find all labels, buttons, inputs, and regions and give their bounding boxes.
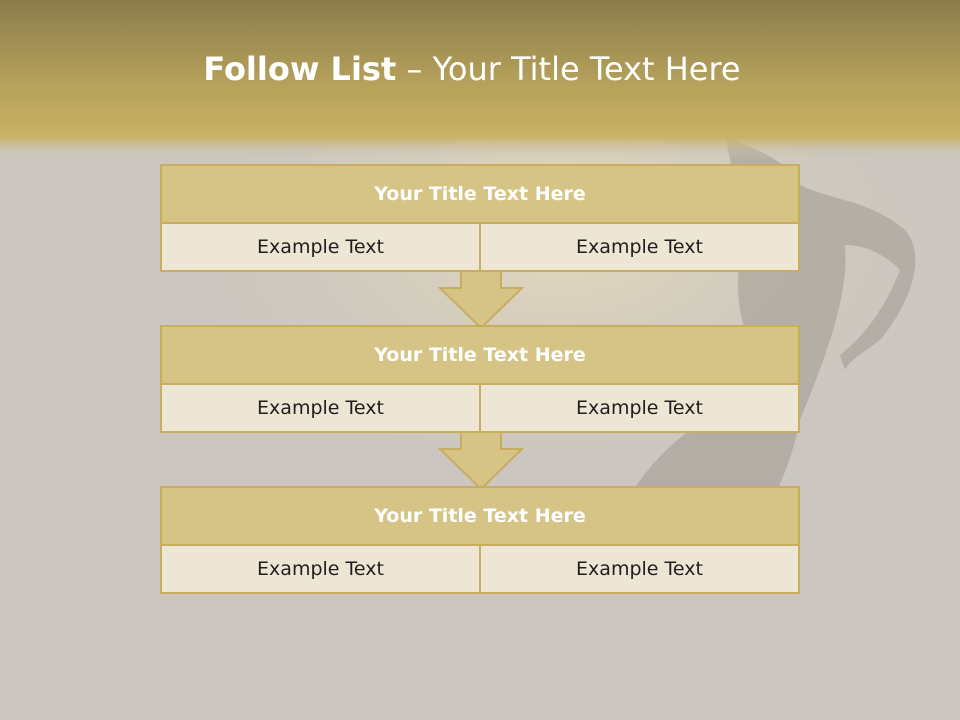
- step-cell-left: Example Text: [162, 546, 479, 592]
- step-row: Example Text Example Text: [162, 224, 798, 270]
- step-row: Example Text Example Text: [162, 385, 798, 431]
- step-title: Your Title Text Here: [162, 166, 798, 224]
- down-arrow-icon: [438, 270, 524, 330]
- step-box-3: Your Title Text Here Example Text Exampl…: [160, 486, 800, 594]
- down-arrow-icon: [438, 431, 524, 491]
- step-title: Your Title Text Here: [162, 488, 798, 546]
- step-row: Example Text Example Text: [162, 546, 798, 592]
- step-cell-left: Example Text: [162, 385, 479, 431]
- step-cell-right: Example Text: [479, 385, 798, 431]
- step-cell-right: Example Text: [479, 546, 798, 592]
- slide-title-bold: Follow List: [203, 50, 397, 88]
- step-box-1: Your Title Text Here Example Text Exampl…: [160, 164, 800, 272]
- step-box-2: Your Title Text Here Example Text Exampl…: [160, 325, 800, 433]
- slide-title: Follow List – Your Title Text Here: [0, 50, 944, 88]
- step-cell-left: Example Text: [162, 224, 479, 270]
- step-cell-right: Example Text: [479, 224, 798, 270]
- slide-title-rest: – Your Title Text Here: [396, 50, 741, 88]
- step-title: Your Title Text Here: [162, 327, 798, 385]
